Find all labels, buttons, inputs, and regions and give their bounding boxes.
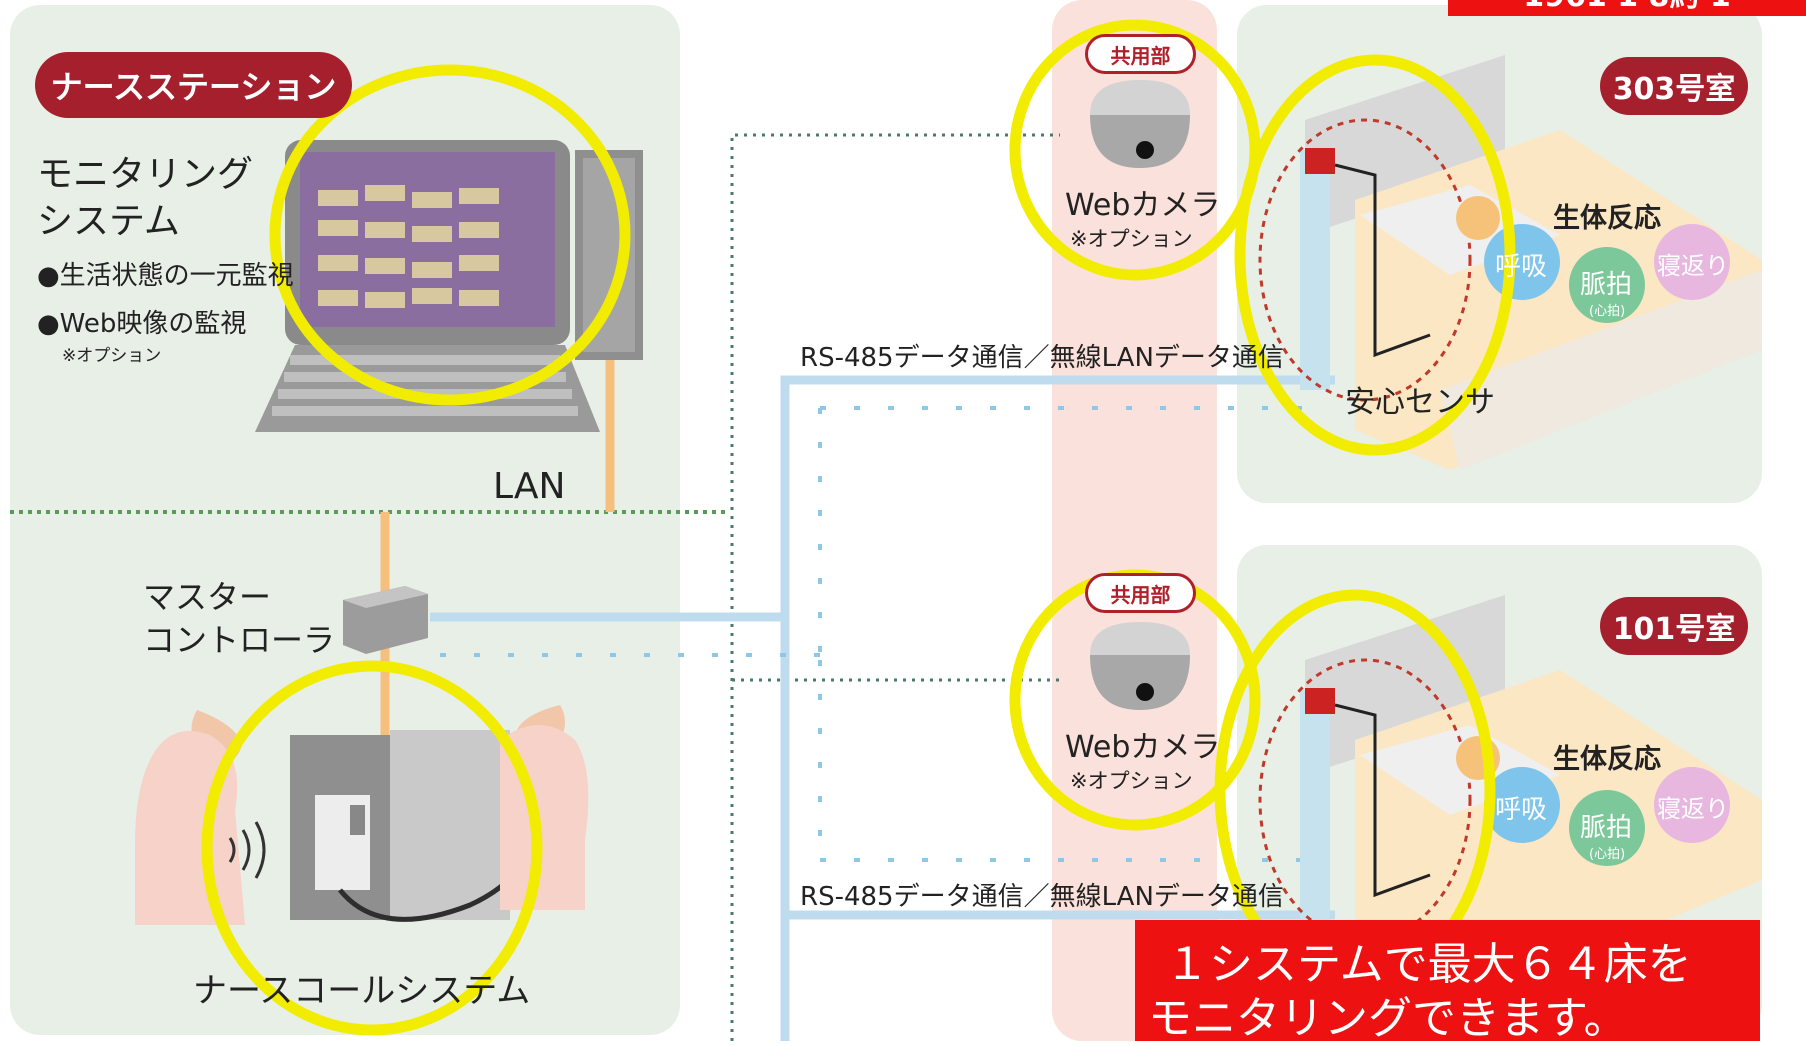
- web-camera-label-303: Webカメラ: [1065, 188, 1221, 223]
- room-303-vital-label: 生体反応: [1553, 203, 1661, 234]
- corner-badge: 1961 1 8約 1: [1448, 0, 1806, 16]
- room-101-badge-breathing: 呼吸: [1495, 795, 1548, 825]
- monitoring-system-title-line1: モニタリング: [37, 154, 254, 195]
- room-101-badge-pulse-sub: (心拍): [1589, 847, 1626, 862]
- vital-badge-circles: [1484, 224, 1730, 866]
- nurse-station-label: ナースステーション: [35, 52, 352, 118]
- room-101-number: 101号室: [1600, 597, 1748, 655]
- web-camera-label-101: Webカメラ: [1065, 730, 1221, 765]
- common-area-band: [1052, 0, 1217, 1041]
- room-303-sensor-label: 安心センサ: [1345, 385, 1495, 420]
- room-303-badge-pulse-sub: (心拍): [1589, 304, 1626, 319]
- room-101-vital-label: 生体反応: [1553, 744, 1661, 775]
- highlight-rings: [201, 19, 1516, 1036]
- lan-label: LAN: [493, 466, 566, 507]
- master-controller-label-line1: マスター: [143, 578, 272, 616]
- common-area-label-101: 共用部: [1085, 573, 1196, 613]
- feature-bullet-life-monitoring: ●生活状態の一元監視: [37, 261, 294, 291]
- feature-bullet-note: ※オプション: [62, 346, 162, 366]
- web-camera-303-illustration: [1090, 80, 1190, 168]
- comm-label-101: RS-485データ通信／無線LANデータ通信: [800, 882, 1284, 912]
- room-101-badge-turning: 寝返り: [1657, 795, 1729, 823]
- nurse-call-system-label: ナースコールシステム: [193, 971, 531, 1011]
- feature-bullet-web-video: ●Web映像の監視: [37, 309, 247, 339]
- common-area-label-303: 共用部: [1085, 34, 1196, 74]
- web-camera-101-illustration: [1090, 622, 1190, 710]
- bed-303-illustration: [1258, 55, 1762, 470]
- rs485-trunk: [780, 375, 1335, 1041]
- nurse-call-illustration: [135, 705, 589, 925]
- callout-line2: モニタリングできます。: [1148, 993, 1628, 1044]
- callout-line1: １システムで最大６４床を: [1165, 939, 1692, 990]
- monitoring-system-title-line2: システム: [37, 201, 180, 242]
- master-controller-label-line2: コントローラ: [143, 621, 336, 659]
- wireless-lan-dots: [440, 406, 1330, 862]
- web-camera-note-101: ※オプション: [1070, 769, 1193, 793]
- callout-box: [1135, 920, 1760, 1041]
- master-controller-illustration: [343, 586, 428, 654]
- comm-label-303: RS-485データ通信／無線LANデータ通信: [800, 343, 1284, 373]
- room-303-badge-pulse: 脈拍: [1580, 270, 1633, 300]
- room-303-badge-breathing: 呼吸: [1495, 252, 1548, 282]
- web-camera-note-303: ※オプション: [1070, 227, 1193, 251]
- room-101-badge-pulse: 脈拍: [1580, 813, 1633, 843]
- room-303-number: 303号室: [1600, 57, 1748, 115]
- room-303-badge-turning: 寝返り: [1657, 252, 1729, 280]
